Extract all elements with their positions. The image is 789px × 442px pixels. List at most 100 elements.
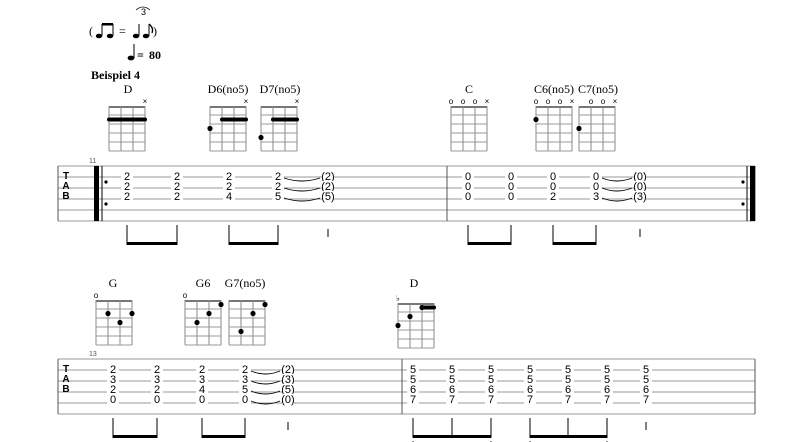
chord-finger-dot [576,125,582,132]
fret-number: 2 [154,364,160,376]
fret-number: (2) [281,364,294,376]
chord-finger-dot [395,322,401,329]
fret-number: 5 [565,374,571,386]
fret-number: 6 [449,384,455,396]
fret-background [196,384,208,394]
swing-equals: = [119,24,126,38]
chord-open-marker: × [613,97,618,106]
chord-finger-dot [207,125,213,132]
fret-number: 2 [275,181,281,193]
repeat-end-thick-bar [750,166,755,221]
fret-number: 6 [604,384,610,396]
fret-background [282,374,294,384]
beam [553,242,596,245]
tempo-value: 80 [149,48,161,62]
fret-number: 0 [550,181,556,193]
fret-number: 5 [275,191,281,203]
chord-finger-dot [533,116,539,123]
fret-number: 5 [527,374,533,386]
fret-number: 5 [410,364,416,376]
fret-background [407,374,419,384]
chord-nut [229,300,265,302]
tab-clef-letter: B [62,384,69,395]
fret-number: 3 [110,374,116,386]
triplet-swing-icon [132,6,154,39]
tie-curve [250,370,281,375]
fret-number: (2) [321,181,334,193]
fret-background [562,374,574,384]
fret-background [223,181,235,191]
fret-background [107,364,119,374]
chord-name: C6(no5) [534,82,574,96]
chord-diagram-3: D♭ [395,276,436,349]
measure-number: 13 [89,351,97,358]
quarter-note-icon [127,44,135,61]
fret-number: 5 [242,384,248,396]
fret-background [601,364,613,374]
fret-background [462,171,474,181]
chord-finger-dot [238,328,244,335]
beam [202,435,245,438]
chord-nut [185,300,221,302]
fret-number: 7 [527,394,533,406]
beam [113,435,157,438]
fret-background [407,364,419,374]
fret-number: 0 [465,181,471,193]
fret-number: 2 [174,171,180,183]
chord-barre [271,117,299,122]
fret-number: 2 [199,364,205,376]
fret-background [524,364,536,374]
chord-name: G6 [196,276,211,290]
fret-background [121,171,133,181]
fret-background [462,181,474,191]
fret-number: 5 [565,364,571,376]
fret-number: (5) [281,384,294,396]
fret-background [547,171,559,181]
fret-number: 5 [643,364,649,376]
chord-finger-dot [407,313,413,320]
fret-number: 4 [226,191,232,203]
fret-number: 0 [110,394,116,406]
chord-nut [579,106,615,108]
fret-number: 4 [199,384,205,396]
fret-number: 0 [508,171,514,183]
tie-curve [283,197,321,202]
repeat-dot [104,202,108,206]
fret-number: 2 [154,384,160,396]
fret-background [407,384,419,394]
fret-number: 6 [488,384,494,396]
fret-number: 0 [508,191,514,203]
tie-curve [283,177,321,182]
fret-background [282,364,294,374]
fret-number: 7 [643,394,649,406]
fret-number: 0 [465,191,471,203]
fret-number: 5 [488,364,494,376]
fret-background [171,171,183,181]
fret-background [505,191,517,201]
chord-open-marker: × [244,97,249,106]
fret-background [151,394,163,404]
fret-number: 7 [410,394,416,406]
fret-background [640,364,652,374]
tab-clef-letter: T [63,171,69,182]
chord-open-marker: o [558,97,563,106]
fret-number: 5 [410,374,416,386]
tab-system-0: 11TAB222222224225(2)(2)(5)000000002003(0… [57,158,756,245]
chord-name: D7(no5) [260,82,301,96]
fret-background [590,181,602,191]
fret-number: 5 [527,364,533,376]
fret-background [640,394,652,404]
fret-background [272,171,284,181]
chord-diagram-1: D6(no5)× [207,82,249,152]
fret-background [196,394,208,404]
fret-number: 0 [154,394,160,406]
chord-finger-dot [262,301,268,308]
fret-number: 7 [604,394,610,406]
fret-background [601,394,613,404]
chord-diagram-1: G6o [183,276,224,346]
fret-background [196,374,208,384]
fret-number: 7 [565,394,571,406]
fret-number: (0) [281,394,294,406]
